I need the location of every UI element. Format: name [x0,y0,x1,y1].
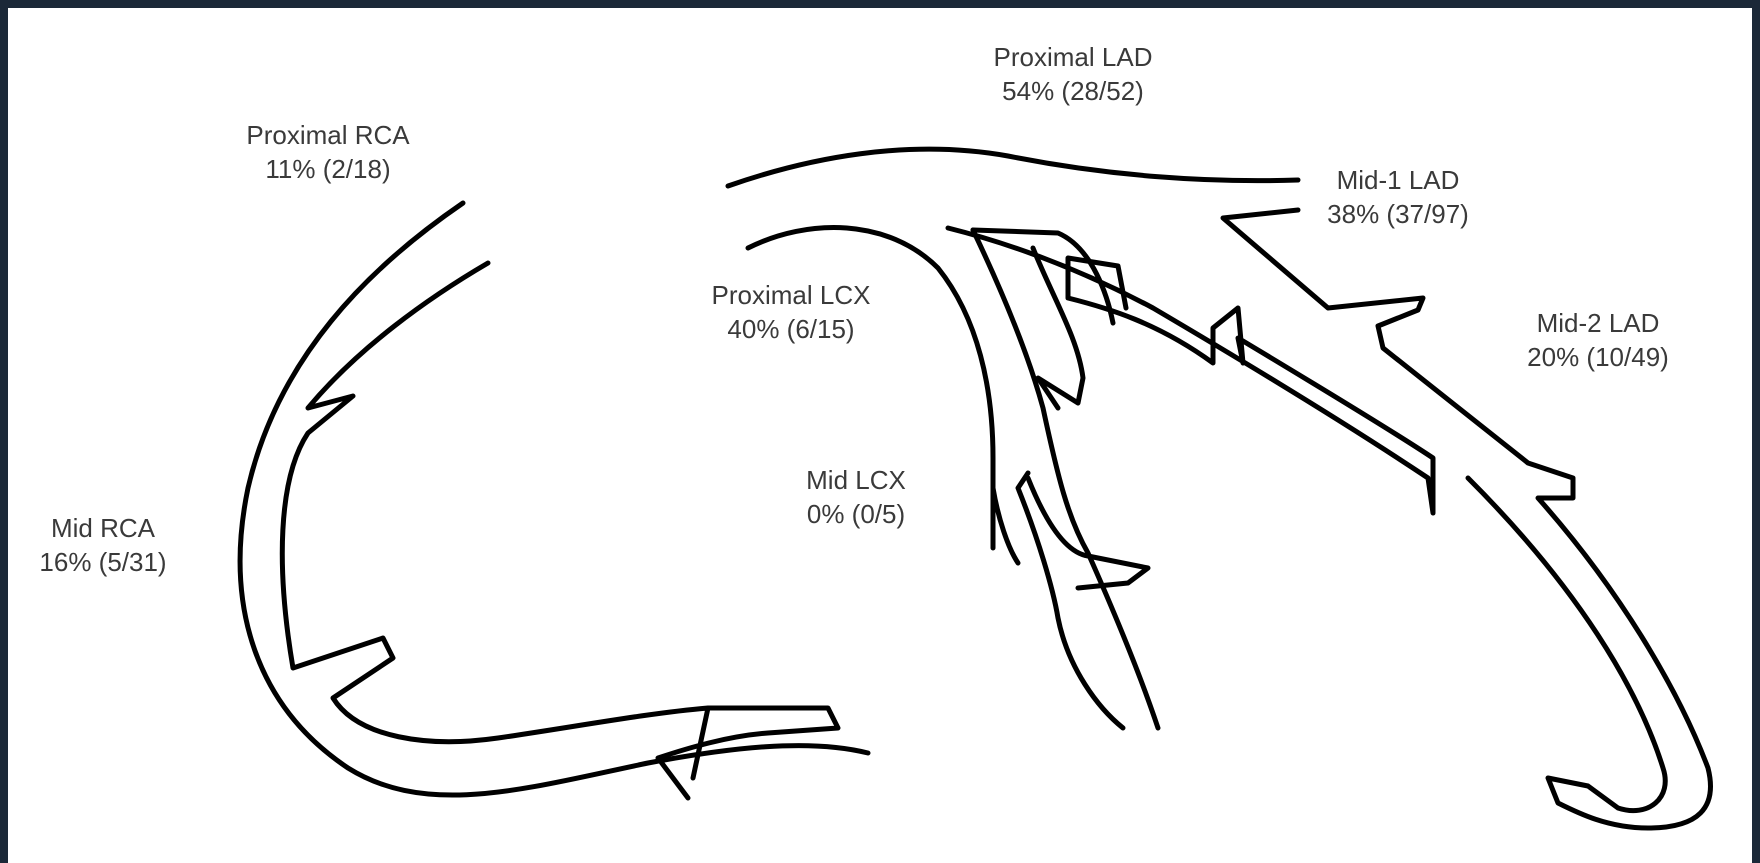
label-mid1-lad: Mid-1 LAD 38% (37/97) [1327,163,1469,231]
coronary-diagram: Proximal RCA 11% (2/18) Mid RCA 16% (5/3… [8,8,1752,863]
segment-stat: 40% (6/15) [712,312,871,346]
segment-stat: 16% (5/31) [39,545,166,579]
segment-name: Mid LCX [806,463,906,497]
lad-outer-top [728,149,1298,186]
label-proximal-rca: Proximal RCA 11% (2/18) [246,118,409,186]
segment-stat: 20% (10/49) [1527,340,1669,374]
lcx-branch-6 [993,488,1018,563]
label-mid2-lad: Mid-2 LAD 20% (10/49) [1527,306,1669,374]
label-proximal-lad: Proximal LAD 54% (28/52) [994,40,1153,108]
segment-name: Proximal LAD [994,40,1153,74]
segment-stat: 38% (37/97) [1327,197,1469,231]
segment-name: Proximal RCA [246,118,409,152]
segment-name: Mid RCA [39,511,166,545]
segment-stat: 11% (2/18) [246,152,409,186]
lcx-branch-2 [973,230,1158,728]
label-mid-lcx: Mid LCX 0% (0/5) [806,463,906,531]
label-proximal-lcx: Proximal LCX 40% (6/15) [712,278,871,346]
segment-name: Mid-1 LAD [1327,163,1469,197]
lad-inner-wall [948,228,1433,513]
segment-stat: 0% (0/5) [806,497,906,531]
segment-name: Proximal LCX [712,278,871,312]
segment-stat: 54% (28/52) [994,74,1153,108]
lad-outer-wall [1223,210,1711,828]
label-mid-rca: Mid RCA 16% (5/31) [39,511,166,579]
segment-name: Mid-2 LAD [1527,306,1669,340]
